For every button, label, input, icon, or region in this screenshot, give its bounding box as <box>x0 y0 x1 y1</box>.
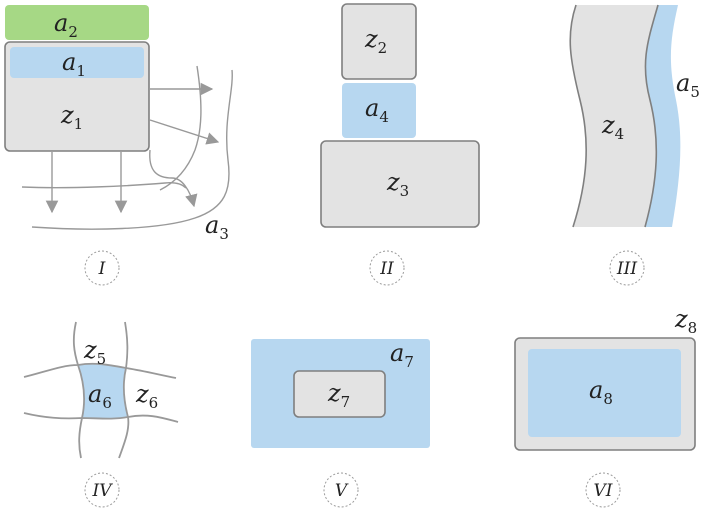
zone-z3 <box>320 140 480 228</box>
caption-circle-III <box>609 250 645 286</box>
label-a7: a7 <box>390 339 414 371</box>
caption-I: I <box>98 259 106 279</box>
boundary-z4-right <box>644 4 659 228</box>
label-a2: a2 <box>54 9 78 41</box>
region-a1 <box>10 47 144 78</box>
label-a5: a5 <box>676 69 700 101</box>
grid-line-left <box>72 321 85 459</box>
label-z1: z1 <box>60 101 83 133</box>
region-a8 <box>528 349 681 437</box>
zone-z7 <box>293 370 386 418</box>
label-a3: a3 <box>205 211 229 243</box>
panel-5: a7 z7 V <box>251 339 430 508</box>
label-a6: a6 <box>88 380 112 412</box>
grid-line-bottom <box>23 412 179 423</box>
label-z8: z8 <box>674 305 697 337</box>
label-z5: z5 <box>83 336 106 368</box>
label-z2: z2 <box>364 25 387 57</box>
panel-1: a2 a1 z1 a3 I <box>4 5 233 286</box>
flow-arrow-right-diagonal <box>149 119 220 145</box>
zone-z4 <box>570 5 658 227</box>
caption-II: II <box>379 259 394 279</box>
zone-z2 <box>341 3 417 80</box>
caption-IV: IV <box>92 481 114 501</box>
panel-4: z5 a6 z6 IV <box>23 321 179 508</box>
panel-2: z2 a4 z3 II <box>320 3 480 286</box>
label-a8: a8 <box>589 376 613 408</box>
caption-circle-I <box>84 250 120 286</box>
label-z7: z7 <box>327 379 350 411</box>
region-a5 <box>645 5 681 227</box>
grid-line-right <box>118 321 130 459</box>
label-z4: z4 <box>601 111 624 143</box>
caption-VI: VI <box>594 481 613 501</box>
caption-V: V <box>335 481 349 501</box>
grid-line-top <box>23 362 177 379</box>
caption-circle-IV <box>84 472 120 508</box>
boundary-curve-a3 <box>31 69 233 230</box>
flow-arrow-curved <box>149 149 198 208</box>
caption-circle-II <box>369 250 405 286</box>
label-z6: z6 <box>135 380 158 412</box>
boundary-curve-inner <box>159 65 202 191</box>
region-a2 <box>5 5 149 40</box>
region-a6 <box>78 363 128 419</box>
panel-3: z4 a5 III <box>569 4 700 286</box>
panel-6: z8 a8 VI <box>514 305 697 508</box>
label-a4: a4 <box>365 94 389 126</box>
boundary-z4-left <box>569 4 587 228</box>
label-z3: z3 <box>386 168 409 200</box>
caption-circle-VI <box>585 472 621 508</box>
label-a1: a1 <box>62 48 86 80</box>
flow-line-horizontal <box>21 182 187 189</box>
caption-III: III <box>616 259 637 279</box>
region-a4 <box>342 83 416 138</box>
caption-circle-V <box>323 472 359 508</box>
